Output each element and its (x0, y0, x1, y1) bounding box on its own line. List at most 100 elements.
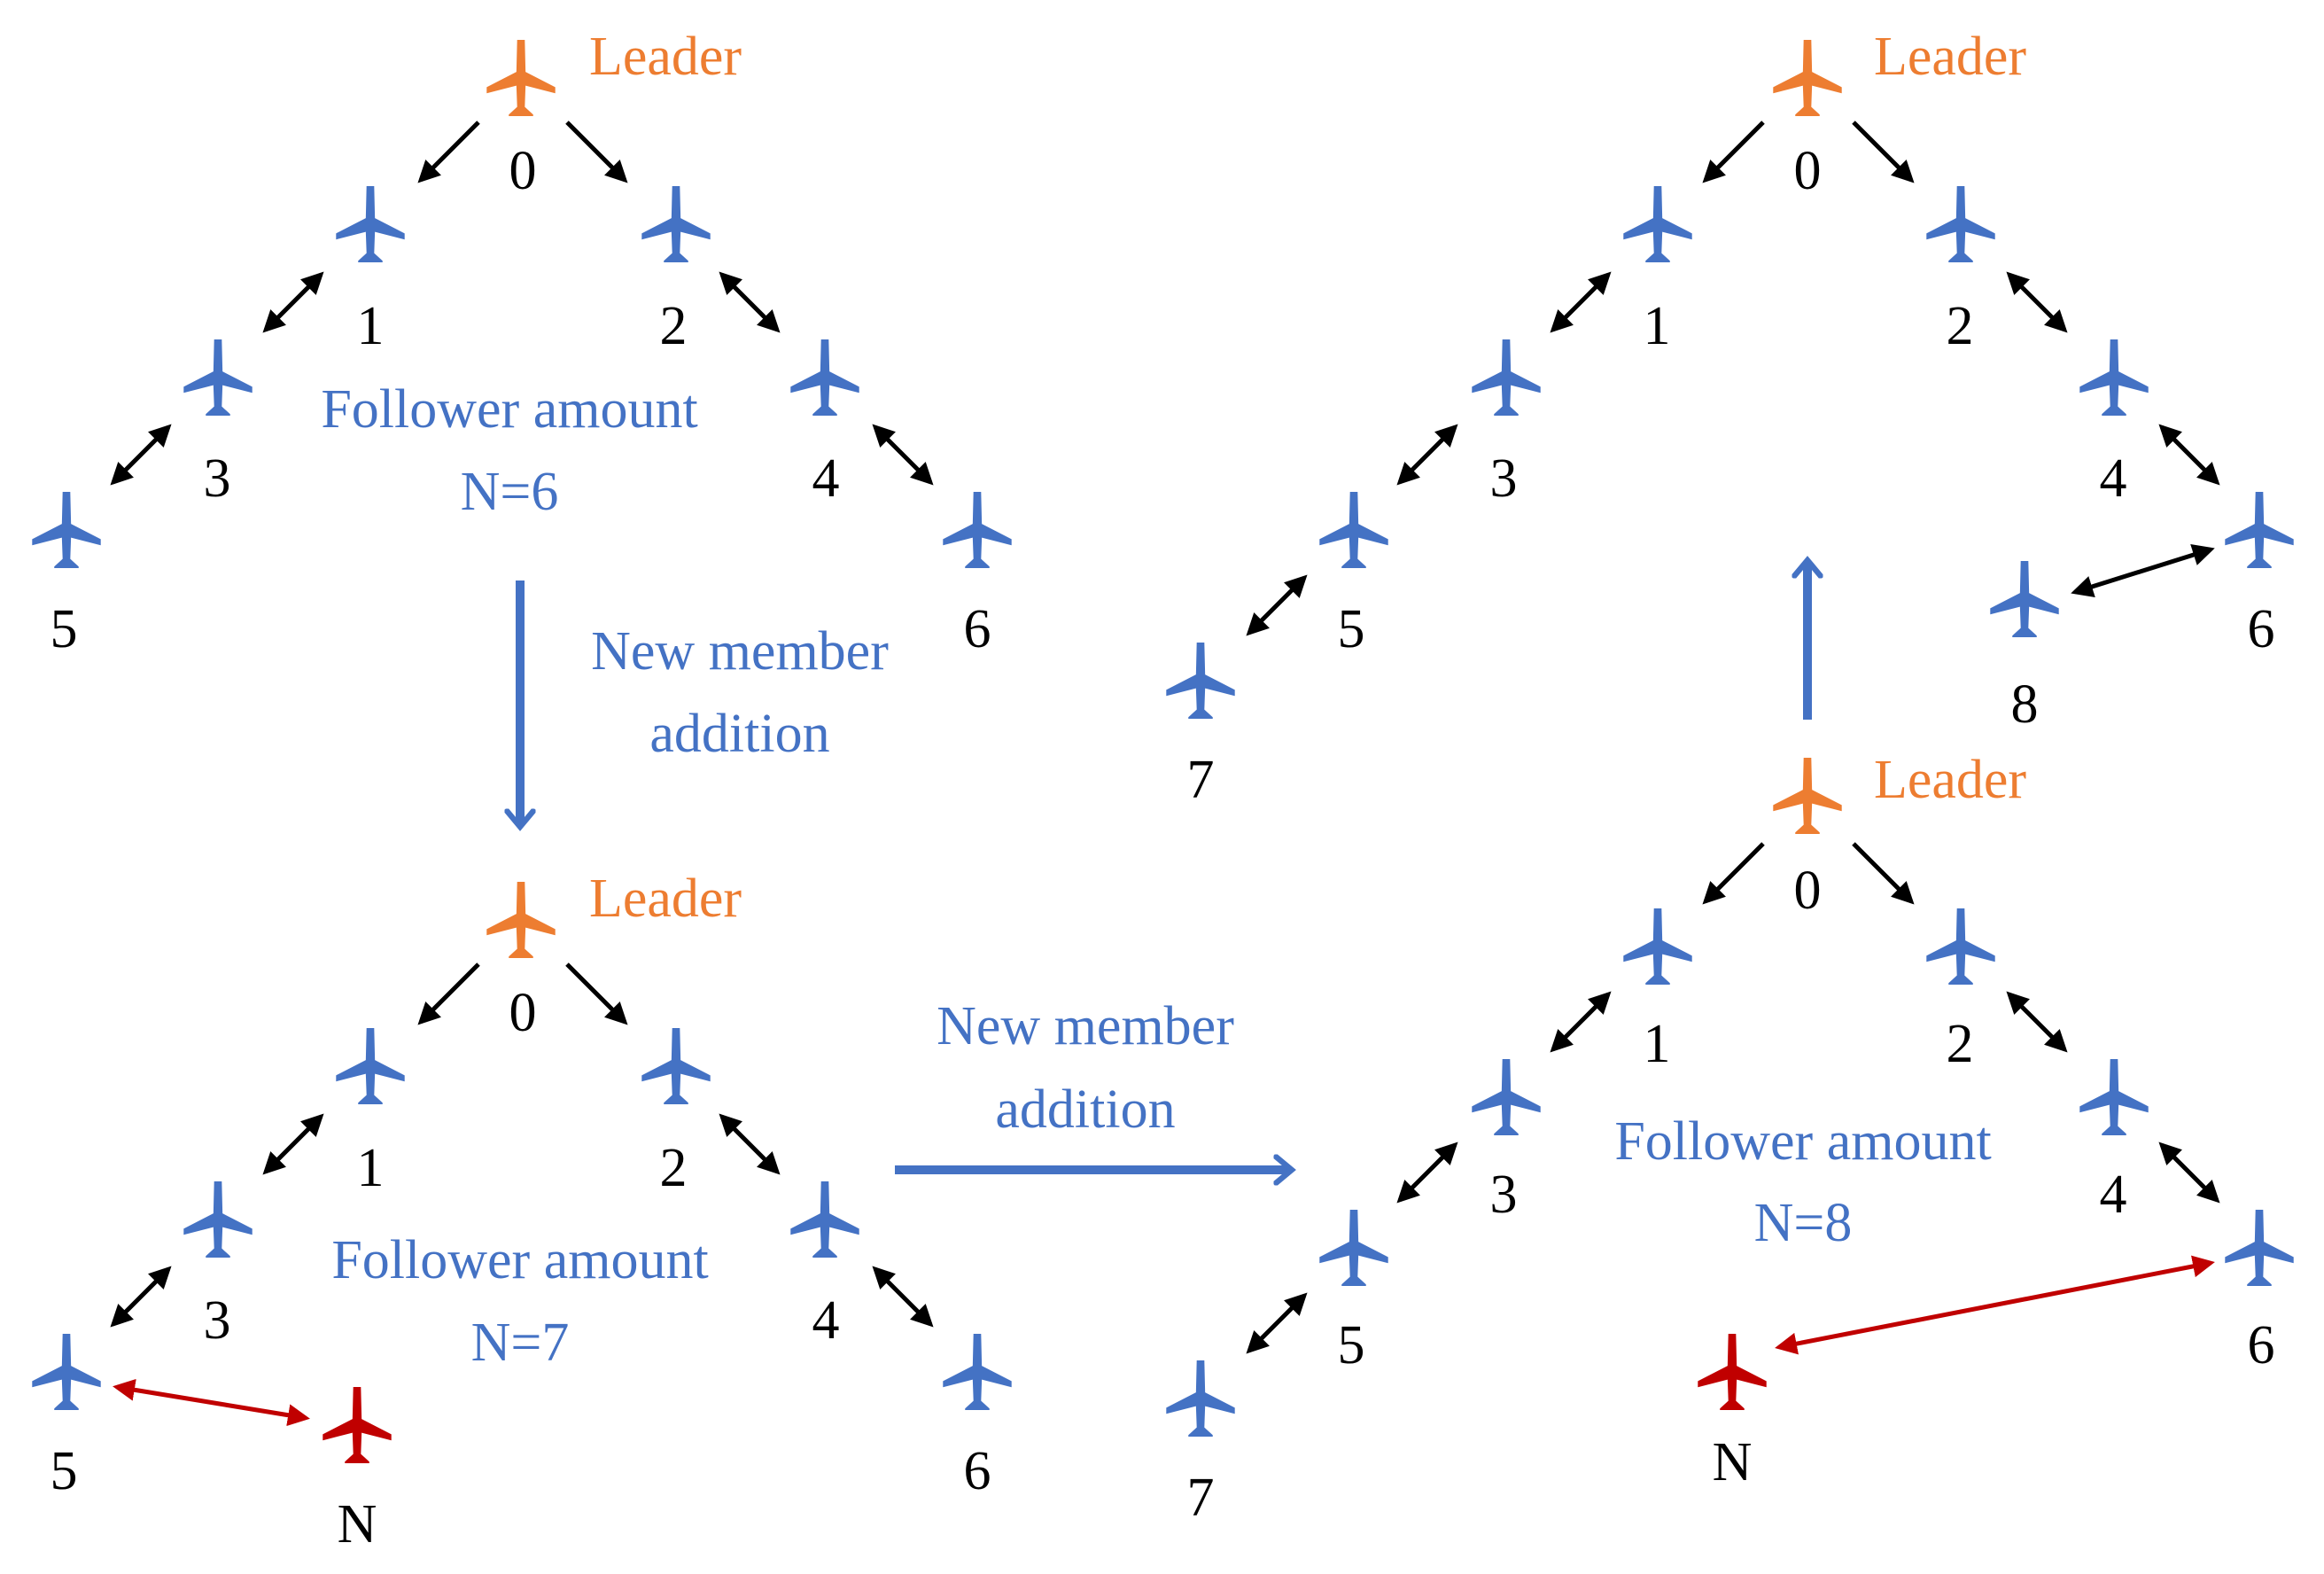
panel-bottom-left: Leader 0 1 2 3 4 5 6 N Follower amount N… (32, 869, 1012, 1555)
leader-label: Leader (589, 27, 742, 87)
node-label-3: 3 (1490, 448, 1518, 509)
leader-airplane-icon (1773, 40, 1842, 116)
follower-3-airplane-icon (1472, 1059, 1541, 1135)
node-label-3: 3 (1490, 1165, 1518, 1225)
new-node-label: N (338, 1494, 377, 1555)
follower-6-airplane-icon (943, 1334, 1012, 1410)
link-3-5 (110, 1266, 172, 1328)
follower-amount-label: Follower amount (321, 379, 697, 440)
node-label-3: 3 (204, 1290, 231, 1351)
node-label-6: 6 (964, 599, 991, 659)
follower-2-airplane-icon (641, 1028, 711, 1104)
follower-4-airplane-icon (2079, 339, 2149, 416)
leader-label: Leader (1874, 750, 2026, 810)
flow-arrow-right: New member addition (895, 996, 1289, 1170)
link-8-6 (2071, 544, 2215, 597)
node-label-8: 8 (2011, 674, 2039, 735)
follower-2-airplane-icon (1926, 908, 1995, 985)
node-label-1: 1 (357, 296, 385, 356)
follower-1-airplane-icon (336, 1028, 405, 1104)
follower-3-airplane-icon (183, 339, 253, 416)
follower-1-airplane-icon (1623, 186, 1692, 262)
new-member-addition-line1: New member (937, 996, 1234, 1056)
follower-7-airplane-icon (1166, 1360, 1235, 1437)
link-0-2 (565, 962, 628, 1025)
node-label-5: 5 (51, 599, 78, 659)
link-3-5 (1396, 1142, 1458, 1204)
link-1-3 (1550, 271, 1612, 333)
new-member-addition-line2: addition (995, 1079, 1175, 1140)
node-label-7: 7 (1187, 1468, 1215, 1528)
link-5-7 (1246, 574, 1308, 636)
leader-airplane-icon (1773, 758, 1842, 834)
follower-8-airplane-icon (1990, 561, 2059, 637)
flow-arrow-down: New member addition (520, 581, 889, 824)
follower-count-label: N=6 (461, 462, 559, 522)
node-label-7: 7 (1187, 750, 1215, 810)
leader-label: Leader (589, 869, 742, 929)
node-label-6: 6 (964, 1441, 991, 1501)
follower-1-airplane-icon (336, 186, 405, 262)
follower-4-airplane-icon (2079, 1059, 2149, 1135)
node-label-2: 2 (1947, 296, 1974, 356)
link-4-6 (2158, 1142, 2220, 1204)
link-0-1 (1702, 121, 1765, 183)
follower-4-airplane-icon (790, 339, 859, 416)
link-0-1 (417, 121, 480, 183)
leader-airplane-icon (486, 882, 556, 958)
node-label-4: 4 (2100, 448, 2127, 509)
node-label-2: 2 (660, 1138, 688, 1198)
follower-count-label: N=8 (1754, 1193, 1853, 1253)
node-label-0: 0 (509, 983, 537, 1043)
node-label-4: 4 (812, 448, 840, 509)
follower-5-airplane-icon (1319, 1210, 1388, 1286)
node-label-5: 5 (51, 1441, 78, 1501)
link-1-3 (1550, 991, 1612, 1053)
leader-airplane-icon (486, 40, 556, 116)
follower-5-airplane-icon (32, 1334, 101, 1410)
link-4-6 (2158, 424, 2220, 486)
link-2-4 (2006, 271, 2068, 333)
node-label-0: 0 (1794, 861, 1822, 921)
follower-3-airplane-icon (1472, 339, 1541, 416)
new-node-label: N (1713, 1432, 1753, 1492)
leader-label: Leader (1874, 27, 2026, 87)
follower-3-airplane-icon (183, 1181, 253, 1258)
link-2-4 (719, 271, 781, 333)
link-2-4 (2006, 991, 2068, 1053)
link-0-2 (1852, 842, 1915, 905)
link-0-2 (1852, 121, 1915, 183)
follower-6-airplane-icon (2225, 1210, 2294, 1286)
follower-7-airplane-icon (1166, 643, 1235, 719)
link-0-1 (417, 962, 480, 1025)
link-5-7 (1246, 1292, 1308, 1354)
follower-5-airplane-icon (32, 492, 101, 568)
node-label-0: 0 (509, 141, 537, 201)
follower-1-airplane-icon (1623, 908, 1692, 985)
new-member-addition-line2: addition (649, 704, 829, 764)
node-label-5: 5 (1338, 599, 1365, 659)
new-member-airplane-icon (1698, 1334, 1767, 1410)
node-label-6: 6 (2248, 599, 2275, 659)
panel-top-right: Leader 0 1 2 3 4 5 6 7 8 (1166, 27, 2294, 810)
node-label-4: 4 (2100, 1165, 2127, 1225)
link-0-1 (1702, 842, 1765, 905)
panel-top-left: Leader 0 1 2 3 4 5 6 Follower amount N=6 (32, 27, 1012, 659)
follower-2-airplane-icon (1926, 186, 1995, 262)
follower-amount-label: Follower amount (1614, 1111, 1991, 1172)
new-member-addition-line1: New member (591, 621, 889, 682)
link-new-6 (1775, 1255, 2215, 1355)
link-3-5 (1396, 424, 1458, 486)
link-0-2 (565, 121, 628, 183)
node-label-0: 0 (1794, 141, 1822, 201)
panel-bottom-right: Leader 0 1 2 3 4 5 6 7 N Follower amount… (1166, 750, 2294, 1528)
link-1-3 (262, 271, 324, 333)
node-label-6: 6 (2248, 1315, 2275, 1375)
node-label-3: 3 (204, 448, 231, 509)
follower-5-airplane-icon (1319, 492, 1388, 568)
new-member-airplane-icon (323, 1387, 392, 1463)
link-4-6 (872, 424, 934, 486)
follower-2-airplane-icon (641, 186, 711, 262)
